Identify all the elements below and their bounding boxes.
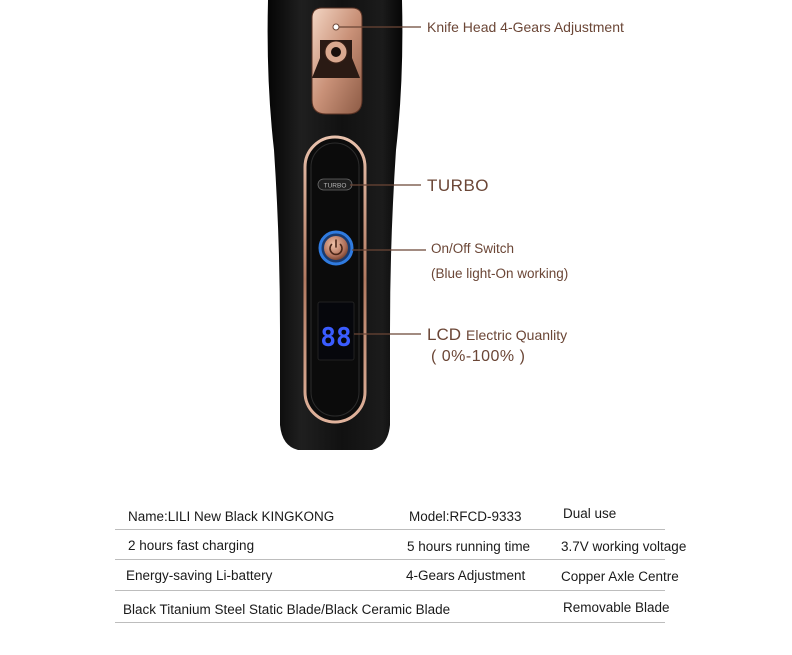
spec-divider [115,529,665,530]
callout-on-off: On/Off Switch [431,241,515,256]
turbo-button-label: TURBO [324,183,347,190]
spec-voltage: 3.7V working voltage [561,539,687,554]
spec-divider [115,590,665,591]
callout-knife-head: Knife Head 4-Gears Adjustment [427,19,624,35]
callout-on-off-note: (Blue light-On working) [431,266,569,281]
leader-lines [339,26,426,335]
spec-battery: Energy-saving Li-battery [126,568,273,583]
clipper-device: TURBO 88 [267,0,426,450]
spec-name: Name:LILI New Black KINGKONG [128,509,335,524]
knife-head-adjuster[interactable] [311,7,363,115]
turbo-button[interactable]: TURBO [317,178,353,191]
power-button[interactable] [318,230,354,266]
power-icon [329,243,343,256]
spec-running-time: 5 hours running time [407,539,531,554]
spec-model: Model:RFCD-9333 [409,509,522,524]
spec-removable: Removable Blade [563,600,670,615]
callout-lcd-desc: Electric Quanlity [466,327,568,343]
callout-lcd-range: ( 0%-100% ) [431,348,526,365]
spec-dual-use: Dual use [563,506,617,521]
spec-divider [115,559,665,560]
spec-charging: 2 hours fast charging [128,538,255,553]
lcd-display: 88 [317,301,355,361]
spec-divider [115,622,665,623]
spec-blade: Black Titanium Steel Static Blade/Black … [123,602,451,617]
spec-gears: 4-Gears Adjustment [406,568,526,583]
callout-lcd: LCD [427,325,462,344]
lcd-readout: 88 [320,323,351,353]
spec-axle: Copper Axle Centre [561,569,679,584]
callout-turbo: TURBO [427,176,489,195]
